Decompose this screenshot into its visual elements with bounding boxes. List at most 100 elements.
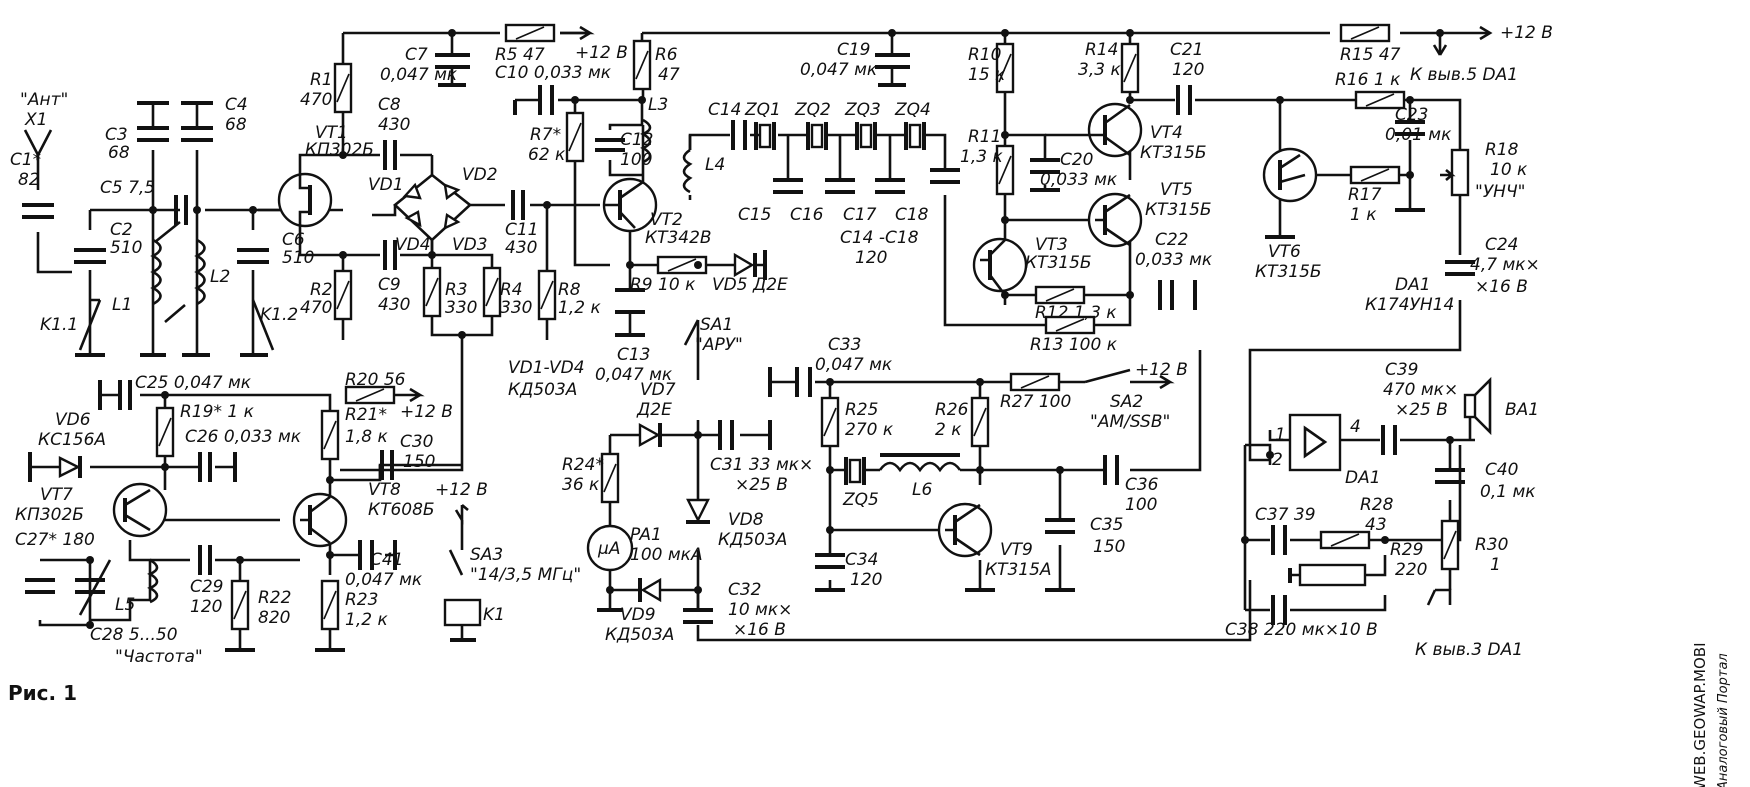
label-r22: R22	[258, 588, 291, 608]
k1-relay	[443, 598, 482, 627]
label-r20: R20 56	[345, 370, 406, 390]
label-c30: C30	[400, 432, 434, 452]
label-c27: C27* 180	[15, 530, 95, 550]
label-p12b: +12 В	[400, 402, 453, 422]
label-r8v: 1,2 к	[558, 298, 601, 318]
r5-resistor	[504, 23, 556, 43]
label-l3: L3	[648, 95, 668, 115]
ba1-speaker	[1463, 393, 1477, 419]
label-c24: C24	[1485, 235, 1519, 255]
label-c20: C20	[1060, 150, 1094, 170]
label-r18: R18	[1485, 140, 1519, 160]
label-r30v: 1	[1490, 555, 1501, 575]
label-c21: C21	[1170, 40, 1204, 60]
label-sa2v: "AM/SSB"	[1090, 412, 1170, 432]
watermark-site: WEB.GEOWAP.MOBI	[1691, 643, 1709, 787]
label-r23v: 1,2 к	[345, 610, 388, 630]
zq5-crystal	[848, 458, 862, 484]
vt7-transistor	[112, 482, 168, 538]
label-r27: R27 100	[1000, 392, 1071, 412]
label-vt9t: КТ315А	[985, 560, 1052, 580]
label-r17v: 1 к	[1350, 205, 1377, 225]
r1-resistor	[333, 62, 353, 114]
label-r25: R25	[845, 400, 878, 420]
label-pa1: PA1	[630, 525, 662, 545]
label-pin2: 2	[1272, 450, 1283, 470]
label-r28: R28	[1360, 495, 1394, 515]
label-c40v: 0,1 мк	[1480, 482, 1536, 502]
label-da1t: К174УН14	[1365, 295, 1454, 315]
label-p12c: +12 В	[435, 480, 488, 500]
label-c2v: 510	[110, 238, 142, 258]
label-vd7t: Д2Е	[636, 400, 672, 420]
label-r4: R4	[500, 280, 523, 300]
watermark-script: Аналоговый Портал	[1716, 653, 1731, 787]
label-r11: R11	[968, 127, 1001, 147]
label-vd8: VD8	[728, 510, 764, 530]
label-c22v: 0,033 мк	[1135, 250, 1213, 270]
label-r29: R29	[1390, 540, 1423, 560]
label-zq5: ZQ5	[842, 490, 879, 510]
label-c23v: 0,01 мк	[1385, 125, 1452, 145]
label-c5: C5 7,5	[100, 178, 155, 198]
vt3-transistor	[972, 237, 1028, 293]
label-r1: R1	[310, 70, 333, 90]
label-r7: R7*	[530, 125, 561, 145]
label-sa3: SA3	[470, 545, 503, 565]
label-zq4: ZQ4	[894, 100, 931, 120]
label-c32: C32	[728, 580, 762, 600]
label-sa1: SA1	[700, 315, 733, 335]
vt1-transistor	[277, 172, 333, 228]
figure-caption: Рис. 1	[8, 681, 77, 705]
label-c11: C11	[505, 220, 539, 240]
l1-coil	[150, 238, 162, 306]
label-mua: μA	[597, 539, 620, 559]
label-c6v: 510	[282, 248, 314, 268]
label-vt4: VT4	[1150, 123, 1183, 143]
label-r25v: 270 к	[845, 420, 894, 440]
label-vt5t: КТ315Б	[1145, 200, 1212, 220]
label-c41v: 0,047 мк	[345, 570, 423, 590]
label-r16: R16 1 к	[1335, 70, 1401, 90]
label-c9: C9	[378, 275, 401, 295]
label-r11v: 1,3 к	[960, 147, 1003, 167]
label-c19: C19	[837, 40, 871, 60]
label-c28n: "Частота"	[115, 647, 203, 667]
label-c39: C39	[1385, 360, 1419, 380]
label-c4: C4	[225, 95, 248, 115]
label-c1v: 82	[18, 170, 40, 190]
label-c36v: 100	[1125, 495, 1157, 515]
label-r18v: 10 к	[1490, 160, 1528, 180]
label-c40: C40	[1485, 460, 1519, 480]
label-c4v: 68	[225, 115, 247, 135]
label-r24v: 36 к	[562, 475, 600, 495]
label-ba1: BA1	[1505, 400, 1539, 420]
label-r3v: 330	[445, 298, 477, 318]
label-r6v: 47	[658, 65, 680, 85]
crystal-filters	[754, 122, 926, 150]
watermark: WEB.GEOWAP.MOBI Аналоговый Портал	[1691, 643, 1731, 787]
label-c18: C18	[895, 205, 929, 225]
label-vt7t: КП302Б	[15, 505, 84, 525]
label-c25: C25 0,047 мк	[135, 373, 252, 393]
label-c21v: 120	[1172, 60, 1204, 80]
label-c3: C3	[105, 125, 128, 145]
label-vt2t: КТ342В	[645, 228, 712, 248]
label-c35v: 150	[1093, 537, 1125, 557]
da1-amplifier	[1288, 413, 1342, 472]
label-c39v: 470 мк×	[1383, 380, 1458, 400]
label-c11v: 430	[505, 238, 537, 258]
l6-coil	[878, 461, 962, 473]
label-c14: C14	[708, 100, 742, 120]
label-c24v2: ×16 В	[1475, 277, 1528, 297]
label-vt8: VT8	[368, 480, 401, 500]
label-c6: C6	[282, 230, 305, 250]
label-c7: C7	[405, 45, 428, 65]
label-c16: C16	[790, 205, 824, 225]
junction-dots	[86, 29, 1454, 629]
label-l6: L6	[912, 480, 932, 500]
pa1-meter	[586, 524, 634, 572]
label-vd9t: КД503А	[605, 625, 674, 645]
label-vt1t: КП302Б	[305, 140, 374, 160]
label-c39v2: ×25 В	[1395, 400, 1448, 420]
